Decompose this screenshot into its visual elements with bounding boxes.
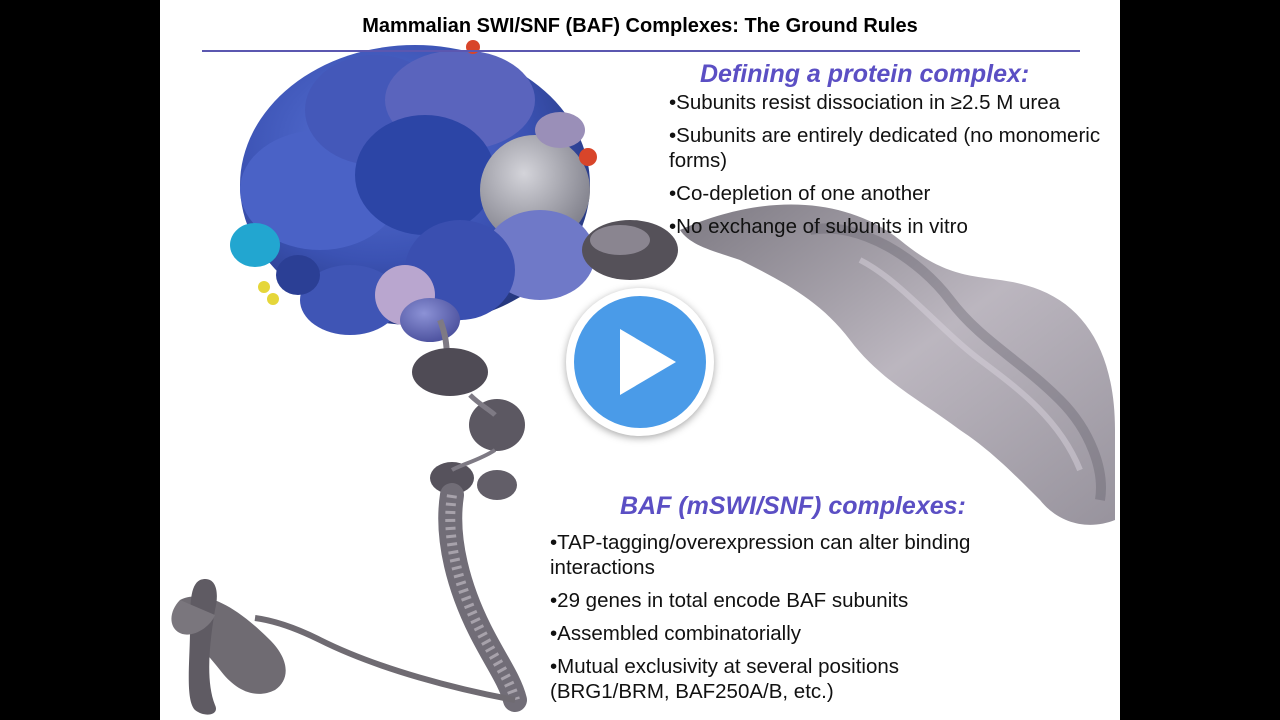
bullet-item: •Assembled combinatorially [550, 622, 802, 645]
section-heading-baf-complexes: BAF (mSWI/SNF) complexes: [620, 492, 966, 520]
slide-title: Mammalian SWI/SNF (BAF) Complexes: The G… [362, 15, 918, 37]
protein-complex-bullet-list: •Subunits resist dissociation in ≥2.5 M … [669, 90, 1109, 247]
play-icon[interactable] [620, 329, 676, 395]
bullet-item: •Co-depletion of one another [669, 182, 931, 205]
bullet-item: •Subunits are entirely dedicated (no mon… [669, 124, 1101, 172]
protein-complex-chromatin-illustration [171, 40, 1115, 715]
bullet-item: •TAP-tagging/overexpression can alter bi… [550, 531, 971, 579]
baf-complexes-bullet-list: •TAP-tagging/overexpression can alter bi… [550, 530, 1010, 712]
bullet-item: •Subunits resist dissociation in ≥2.5 M … [669, 91, 1061, 114]
bullet-item: •Mutual exclusivity at several positions… [550, 655, 899, 703]
title-divider [202, 50, 1080, 52]
play-button[interactable] [566, 288, 714, 436]
bullet-item: •29 genes in total encode BAF subunits [550, 589, 909, 612]
slide: Mammalian SWI/SNF (BAF) Complexes: The G… [160, 0, 1120, 720]
bullet-item: •No exchange of subunits in vitro [669, 215, 968, 238]
play-button-circle[interactable] [574, 296, 706, 428]
section-heading-protein-complex: Defining a protein complex: [700, 60, 1030, 88]
